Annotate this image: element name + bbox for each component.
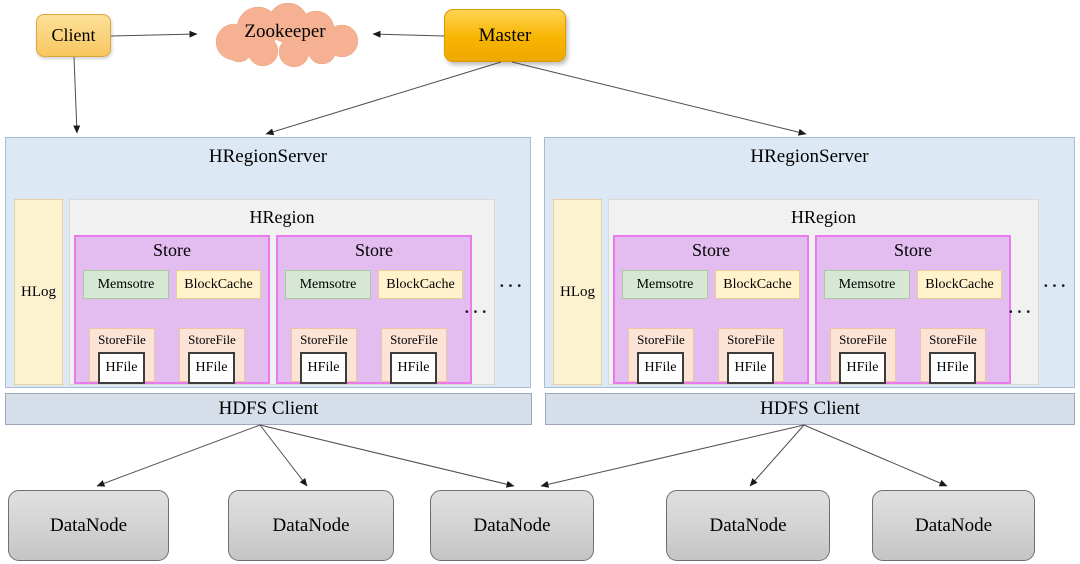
store-box: Store Memsotre BlockCache StoreFile HFil… — [613, 235, 809, 384]
storefile-box: StoreFile HFile — [291, 328, 357, 384]
hfile-label: HFile — [936, 360, 969, 375]
hregion-box: HRegion Store Memsotre BlockCache StoreF… — [608, 199, 1039, 385]
memstore-box: Memsotre — [622, 270, 708, 299]
blockcache-label: BlockCache — [184, 276, 253, 292]
hregionserver-box-1: HRegionServer HLog HRegion Store Memsotr… — [5, 137, 531, 388]
datanode-box-1: DataNode — [8, 490, 169, 561]
datanode-box-2: DataNode — [228, 490, 394, 561]
more-stores-ellipsis: ··· — [463, 302, 490, 321]
hfile-label: HFile — [644, 360, 677, 375]
storefile-label: StoreFile — [300, 332, 348, 347]
datanode-label: DataNode — [709, 514, 787, 536]
storefile-box: StoreFile HFile — [830, 328, 896, 384]
memstore-box: Memsotre — [83, 270, 169, 299]
hregion-title: HRegion — [249, 207, 315, 227]
store-box: Store Memsotre BlockCache StoreFile HFil… — [815, 235, 1011, 384]
client-node: Client — [36, 14, 111, 57]
datanode-label: DataNode — [49, 514, 128, 536]
memstore-label: Memsotre — [97, 276, 155, 292]
storefile-label: StoreFile — [727, 332, 775, 347]
datanode-label: DataNode — [473, 514, 551, 536]
cloud-icon — [215, 2, 359, 68]
blockcache-box: BlockCache — [378, 270, 463, 299]
hregionserver-title: HRegionServer — [208, 146, 328, 167]
hregion-box: HRegion Store Memsotre BlockCache StoreF… — [69, 199, 495, 385]
zookeeper-label: Zookeeper — [244, 21, 326, 42]
master-label: Master — [478, 24, 532, 46]
storefile-label: StoreFile — [637, 332, 685, 347]
blockcache-box: BlockCache — [715, 270, 800, 299]
hregion-title: HRegion — [791, 207, 856, 227]
store-title: Store — [692, 240, 730, 260]
hfile-box: HFile — [98, 352, 145, 384]
storefile-label: StoreFile — [839, 332, 887, 347]
hfile-label: HFile — [307, 360, 340, 375]
blockcache-box: BlockCache — [917, 270, 1002, 299]
hfile-label: HFile — [105, 360, 138, 375]
blockcache-label: BlockCache — [723, 276, 792, 292]
hlog-label: HLog — [21, 283, 56, 300]
hfile-label: HFile — [846, 360, 879, 375]
storefile-box: StoreFile HFile — [179, 328, 245, 384]
hfile-box: HFile — [727, 352, 774, 384]
store-title: Store — [894, 240, 932, 260]
datanode-label: DataNode — [272, 514, 350, 536]
hfile-box: HFile — [637, 352, 684, 384]
datanode-box-4: DataNode — [666, 490, 830, 561]
memstore-label: Memsotre — [636, 276, 694, 292]
more-stores-ellipsis: ··· — [1007, 302, 1034, 321]
hfile-label: HFile — [734, 360, 767, 375]
storefile-box: StoreFile HFile — [381, 328, 447, 384]
memstore-label: Memsotre — [299, 276, 357, 292]
zookeeper-node: Zookeeper — [194, 2, 376, 69]
hlog-box: HLog — [14, 199, 63, 385]
hdfs-client-label: HDFS Client — [218, 398, 319, 419]
blockcache-box: BlockCache — [176, 270, 261, 299]
store-title: Store — [355, 240, 393, 260]
store-title: Store — [153, 240, 191, 260]
memstore-box: Memsotre — [285, 270, 371, 299]
storefile-label: StoreFile — [929, 332, 977, 347]
datanode-box-5: DataNode — [872, 490, 1035, 561]
hfile-box: HFile — [188, 352, 235, 384]
hdfs-client-bar-2: HDFS Client — [545, 393, 1075, 425]
storefile-box: StoreFile HFile — [920, 328, 986, 384]
hregionserver-box-2: HRegionServer HLog HRegion Store Memsotr… — [544, 137, 1075, 388]
datanode-box-3: DataNode — [430, 490, 594, 561]
datanode-label: DataNode — [914, 514, 993, 536]
hfile-box: HFile — [839, 352, 886, 384]
hdfs-client-bar-1: HDFS Client — [5, 393, 532, 425]
memstore-box: Memsotre — [824, 270, 910, 299]
hfile-box: HFile — [929, 352, 976, 384]
storefile-label: StoreFile — [188, 332, 236, 347]
hdfs-client-label: HDFS Client — [760, 398, 860, 419]
hfile-label: HFile — [195, 360, 228, 375]
blockcache-label: BlockCache — [925, 276, 994, 292]
client-label: Client — [51, 25, 96, 45]
hlog-box: HLog — [553, 199, 602, 385]
blockcache-label: BlockCache — [386, 276, 455, 292]
master-node: Master — [444, 9, 566, 62]
hregionserver-title: HRegionServer — [750, 146, 869, 167]
hlog-label: HLog — [560, 283, 595, 300]
store-box: Store Memsotre BlockCache StoreFile HFil… — [74, 235, 270, 384]
storefile-label: StoreFile — [98, 332, 146, 347]
more-regions-ellipsis: ··· — [498, 276, 525, 295]
storefile-box: StoreFile HFile — [628, 328, 694, 384]
hfile-box: HFile — [390, 352, 437, 384]
storefile-label: StoreFile — [390, 332, 438, 347]
storefile-box: StoreFile HFile — [718, 328, 784, 384]
more-regions-ellipsis: ··· — [1042, 276, 1069, 295]
memstore-label: Memsotre — [838, 276, 896, 292]
hfile-label: HFile — [397, 360, 430, 375]
storefile-box: StoreFile HFile — [89, 328, 155, 384]
hfile-box: HFile — [300, 352, 347, 384]
store-box: Store Memsotre BlockCache StoreFile HFil… — [276, 235, 472, 384]
